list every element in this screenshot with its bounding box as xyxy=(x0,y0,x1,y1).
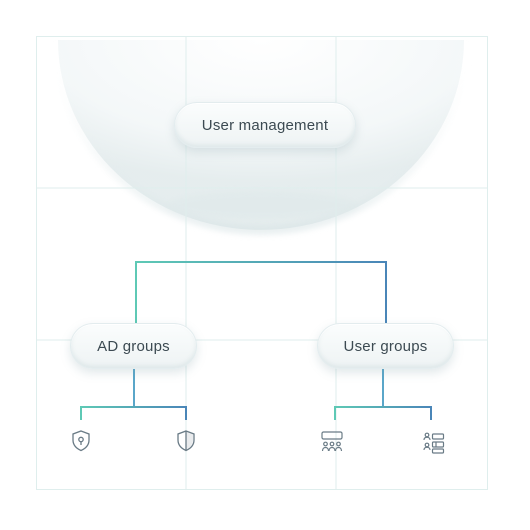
ad-groups-label: AD groups xyxy=(97,337,170,355)
connectors xyxy=(80,146,432,420)
group-node-user-groups[interactable]: User groups xyxy=(317,323,454,369)
root-branch xyxy=(135,261,387,323)
root-node-label: User management xyxy=(201,116,329,134)
user-list-icon[interactable] xyxy=(420,429,448,457)
root-node-user-management[interactable]: User management xyxy=(174,102,356,148)
shield-icon[interactable] xyxy=(172,427,200,455)
user-branch xyxy=(334,406,432,420)
group-of-users-icon[interactable] xyxy=(318,428,346,456)
ad-branch xyxy=(80,406,187,420)
group-node-ad-groups[interactable]: AD groups xyxy=(70,323,197,369)
shield-keyhole-icon[interactable] xyxy=(67,427,95,455)
user-groups-label: User groups xyxy=(343,337,428,355)
grid-panel xyxy=(36,36,488,490)
